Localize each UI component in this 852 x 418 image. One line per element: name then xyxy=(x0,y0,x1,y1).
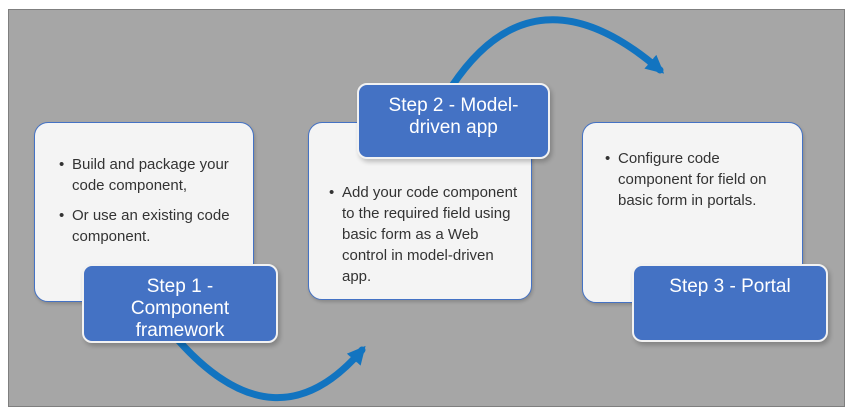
bullet-item: Configure code component for field on ba… xyxy=(605,148,788,211)
bullet-item: Build and package your code component, xyxy=(59,154,237,196)
step3-label: Step 3 - Portal xyxy=(632,264,828,342)
step2-label: Step 2 - Model-driven app xyxy=(357,83,550,159)
bullet-item: Or use an existing code component. xyxy=(59,205,237,247)
step1-label: Step 1 - Component framework xyxy=(82,264,278,343)
step2-bullet-list: Add your code component to the required … xyxy=(329,182,521,287)
step1-bullet-list: Build and package your code component, O… xyxy=(59,154,237,247)
bullet-item: Add your code component to the required … xyxy=(329,182,521,287)
step3-bullet-list: Configure code component for field on ba… xyxy=(605,148,788,211)
